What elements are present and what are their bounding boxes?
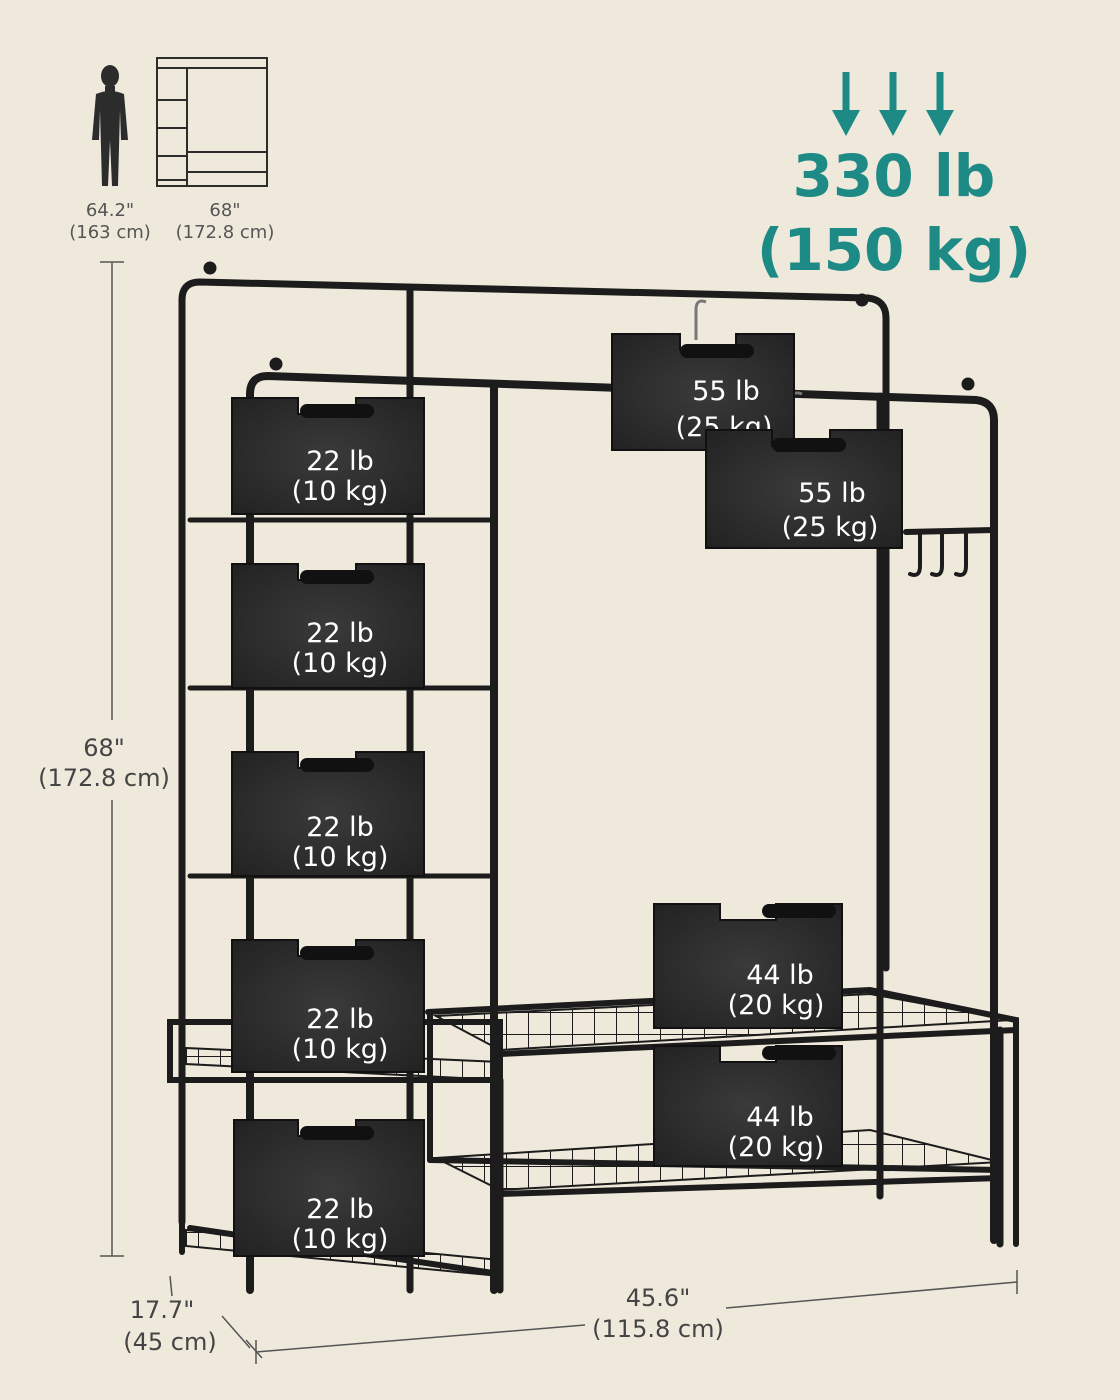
weight-block: 22 lb (10 kg) — [231, 563, 425, 689]
height-label-in: 68" — [83, 734, 125, 762]
weight-block: 22 lb (10 kg) — [231, 397, 425, 515]
total-load-kg: (150 kg) — [757, 216, 1031, 284]
weight-label-kg: (10 kg) — [292, 1034, 389, 1065]
weight-block: 22 lb (10 kg) — [233, 1119, 425, 1257]
weight-label-lb: 44 lb — [746, 960, 814, 991]
weight-label-kg: (20 kg) — [728, 990, 825, 1021]
weight-label-lb: 22 lb — [306, 446, 374, 477]
person-silhouette-icon — [92, 65, 128, 186]
weight-block: 22 lb (10 kg) — [231, 939, 425, 1073]
depth-dimension-line — [169, 1275, 263, 1359]
weight-label-kg: (20 kg) — [728, 1132, 825, 1163]
weight-label-lb: 55 lb — [692, 376, 760, 407]
weight-label-lb: 22 lb — [306, 1004, 374, 1035]
weight-label-lb: 55 lb — [798, 478, 866, 509]
rack-height-cm: (172.8 cm) — [176, 222, 275, 243]
weight-block: 55 lb (25 kg) — [705, 429, 903, 549]
depth-label-in: 17.7" — [130, 1296, 194, 1324]
weight-label-kg: (10 kg) — [292, 1224, 389, 1255]
width-label-cm: (115.8 cm) — [592, 1315, 724, 1343]
down-arrows-icon — [832, 72, 954, 136]
weight-label-lb: 44 lb — [746, 1102, 814, 1133]
rack-thumbnail-icon — [156, 57, 268, 187]
weight-label-lb: 22 lb — [306, 812, 374, 843]
total-load-lb: 330 lb — [793, 142, 996, 210]
person-height-in: 64.2" — [86, 200, 134, 221]
weight-label-kg: (25 kg) — [782, 512, 879, 543]
weight-label-lb: 22 lb — [306, 1194, 374, 1225]
weight-block: 44 lb (20 kg) — [653, 903, 843, 1029]
rack-height-in: 68" — [209, 200, 240, 221]
weight-block: 44 lb (20 kg) — [653, 1045, 843, 1167]
width-label-in: 45.6" — [626, 1284, 690, 1312]
weight-label-kg: (10 kg) — [292, 476, 389, 507]
width-dimension-line — [255, 1270, 1018, 1364]
weight-label-kg: (10 kg) — [292, 648, 389, 679]
weight-block: 22 lb (10 kg) — [231, 751, 425, 877]
weight-label-lb: 22 lb — [306, 618, 374, 649]
height-dimension-line — [100, 261, 124, 1257]
person-height-cm: (163 cm) — [69, 222, 151, 243]
depth-label-cm: (45 cm) — [123, 1328, 216, 1356]
height-label-cm: (172.8 cm) — [38, 764, 170, 792]
weight-label-kg: (10 kg) — [292, 842, 389, 873]
